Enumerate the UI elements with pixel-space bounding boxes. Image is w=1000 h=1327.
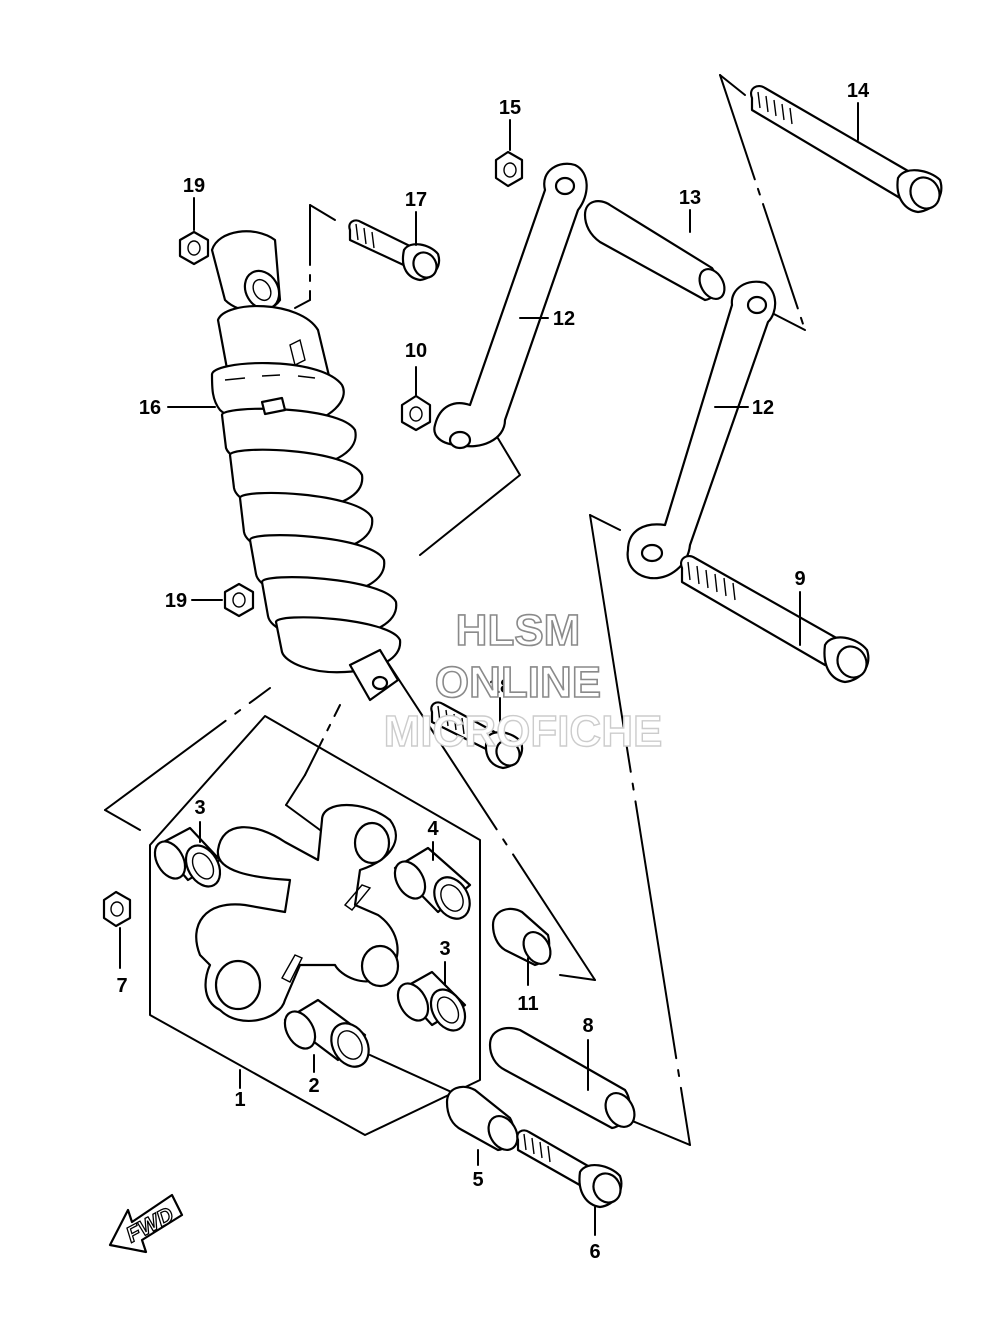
callout-5: 5 bbox=[472, 1169, 483, 1191]
bolt-part-18[interactable] bbox=[430, 701, 524, 770]
fwd-label: FWD bbox=[122, 1202, 178, 1248]
callout-6: 6 bbox=[589, 1241, 600, 1263]
callout-15: 15 bbox=[499, 97, 521, 119]
callout-19b: 19 bbox=[165, 590, 187, 612]
nut-part-19-upper[interactable] bbox=[178, 230, 210, 266]
callout-16: 16 bbox=[139, 397, 161, 419]
watermark-line-2: ONLINE bbox=[435, 658, 601, 707]
callout-labels: 1 2 3 3 4 5 6 7 8 9 10 11 12 12 13 14 15… bbox=[116, 80, 870, 1263]
nut-part-15[interactable] bbox=[494, 150, 524, 188]
watermark-line-1: HLSM bbox=[456, 606, 581, 655]
bearing-part-3-lower[interactable] bbox=[392, 970, 472, 1037]
rear-shock-part-16[interactable] bbox=[210, 230, 402, 702]
forward-direction-arrow: FWD bbox=[108, 1193, 184, 1254]
callout-3a: 3 bbox=[194, 797, 205, 819]
spacer-part-11[interactable] bbox=[491, 907, 556, 969]
callout-7: 7 bbox=[116, 975, 127, 997]
callout-13: 13 bbox=[679, 187, 701, 209]
assembly-lines bbox=[104, 74, 806, 1146]
callout-1: 1 bbox=[234, 1089, 245, 1111]
bearing-part-2[interactable] bbox=[279, 998, 376, 1073]
bearing-part-4[interactable] bbox=[389, 846, 477, 925]
callout-8: 8 bbox=[582, 1015, 593, 1037]
watermark-line-3: MICROFICHE bbox=[384, 707, 663, 756]
callout-4: 4 bbox=[427, 818, 439, 840]
spacer-part-5[interactable] bbox=[445, 1085, 523, 1155]
callout-14: 14 bbox=[847, 80, 870, 102]
callout-10: 10 bbox=[405, 340, 427, 362]
bolt-part-6[interactable] bbox=[516, 1129, 625, 1209]
callout-leaders bbox=[119, 102, 859, 1236]
callout-12b: 12 bbox=[752, 397, 774, 419]
nut-part-10[interactable] bbox=[400, 394, 432, 432]
cushion-lever-part-1[interactable] bbox=[195, 803, 400, 1022]
cushion-rod-part-12-upper[interactable] bbox=[433, 162, 588, 450]
spacer-part-8[interactable] bbox=[488, 1027, 640, 1132]
callout-18: 18 bbox=[489, 676, 511, 698]
callout-17: 17 bbox=[405, 189, 427, 211]
callout-9: 9 bbox=[794, 568, 805, 590]
callout-2: 2 bbox=[308, 1075, 319, 1097]
bolt-part-17[interactable] bbox=[348, 219, 441, 282]
bolt-part-9[interactable] bbox=[680, 554, 872, 684]
cushion-rod-part-12-lower[interactable] bbox=[626, 280, 777, 580]
callout-19a: 19 bbox=[183, 175, 205, 197]
callout-3b: 3 bbox=[439, 938, 450, 960]
nut-part-19-lower[interactable] bbox=[223, 582, 255, 618]
bearing-part-3-upper[interactable] bbox=[149, 826, 227, 893]
spacer-part-13[interactable] bbox=[583, 200, 730, 303]
nut-part-7[interactable] bbox=[102, 890, 132, 928]
watermark: HLSM ONLINE MICROFICHE bbox=[383, 605, 663, 757]
callout-12a: 12 bbox=[553, 308, 575, 330]
bolt-part-14[interactable] bbox=[750, 84, 945, 214]
callout-11: 11 bbox=[517, 993, 538, 1015]
